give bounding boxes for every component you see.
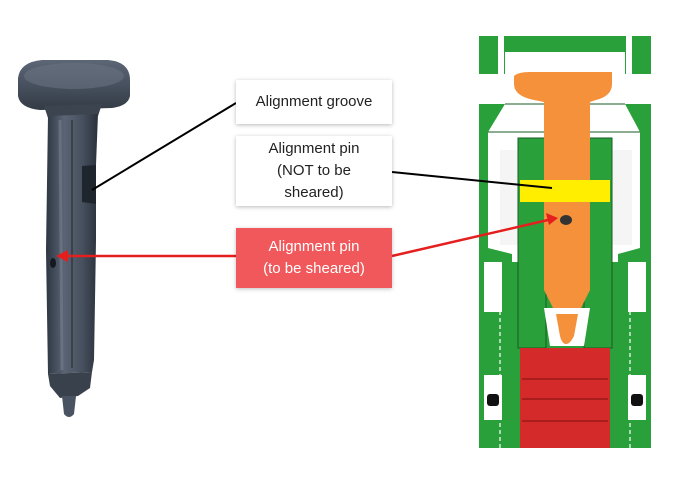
callout-pin-not-sheared: Alignment pin (NOT to be sheared) (236, 136, 392, 206)
pointer-groove (92, 103, 236, 190)
callout-alignment-groove: Alignment groove (236, 80, 392, 124)
callout-pin-sheared: Alignment pin (to be sheared) (236, 228, 392, 288)
cross-section-drawing (479, 36, 651, 450)
pin-photo (18, 60, 130, 417)
